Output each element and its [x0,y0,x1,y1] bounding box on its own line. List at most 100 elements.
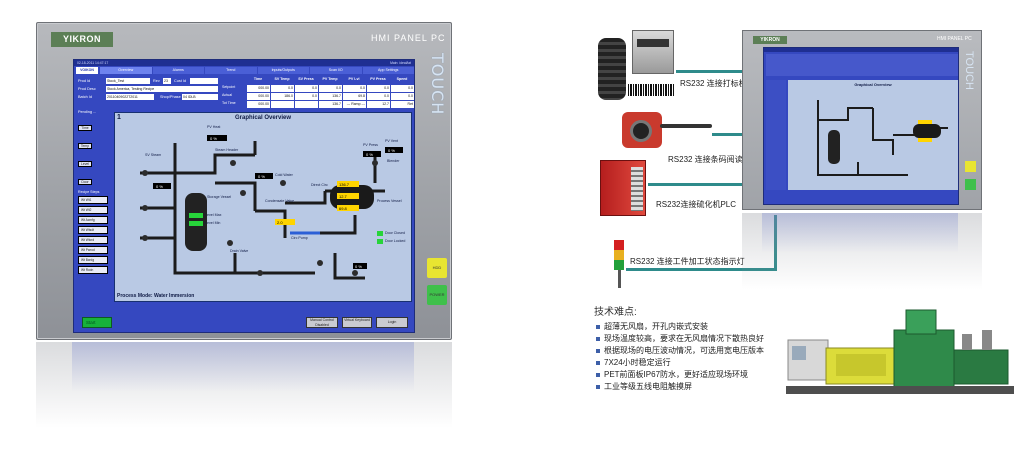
datetime: 02-18-2011 14:47:17 [77,61,109,65]
prod-desc-field[interactable]: Stock America, Testing Recipe [106,85,218,92]
recipe-steps-title: Recipe Steps [78,190,100,194]
brand-logo: YIKRON [51,32,113,47]
prod-desc-label: Prod Desc [78,86,96,91]
recipe-step-button[interactable]: Wt Wtcrd [78,236,108,244]
light-connection-label: RS232 连接工件加工状态指示灯 [630,257,745,266]
table-cell: 000.00 [247,93,270,100]
recipe-panel: Pending ... Time Temp Level Door Recipe … [78,110,110,290]
col-pv-lvl: PV Lvl [348,77,360,81]
cust-id-field[interactable] [190,77,218,84]
time-button[interactable]: Time [78,125,92,131]
process-mode: Process Mode: Water Immersion [117,293,195,299]
touch-label: TOUCH [428,53,447,116]
recipe-step-button[interactable]: Wt Bcrdg [78,256,108,264]
hmi-panel-small: YIKRON HMI PANEL PC TOUCH Graphical Over… [742,30,982,210]
light-cable [626,268,776,271]
graphical-overview: 1 Graphical Overview [114,112,412,302]
table-row: Actual 000.00 186.0 0.0 136.7 69.8 0.0 0… [222,93,414,100]
user-status: Main: ideal/lat [390,61,411,65]
manual-control-button[interactable]: Manual Control Disabled [306,317,338,328]
recipe-step-button[interactable]: Wt Wt1 [78,196,108,204]
virtual-keyboard-button[interactable]: Virtual Keyboard [342,317,372,328]
row-label: Tot Time [222,101,236,105]
plc-connection-label: RS232连接硫化机PLC [656,200,737,209]
list-item: 超薄无风扇，开孔内嵌式安装 [596,321,764,333]
table-header: Time SV Temp SV Press PV Temp PV Lvl PV … [222,77,414,84]
label-condensate-valve: Condensate Valve [265,199,295,203]
list-item: 7X24小时稳定运行 [596,357,764,369]
tab-scan-io[interactable]: Scan I/O [310,67,362,74]
recipe-step-button[interactable]: Wt Pwrod [78,246,108,254]
barcode-reader-image [622,112,662,148]
power-button[interactable]: POWER [427,285,447,305]
rev-field[interactable]: 23 [163,77,171,84]
tower-green [614,260,624,270]
tower-pole [617,270,621,288]
table-cell: 0.0 [367,85,390,92]
printer-connection-label: RS232 连接打标机 [680,79,747,88]
diagram-title: Graphical Overview [234,115,292,121]
start-button[interactable]: Start [82,317,112,328]
batch-id-label: Batch Id [78,94,92,99]
reader-lens [630,120,652,142]
label-level-min: Level Min [205,221,221,225]
screen-reflection [72,342,414,392]
label-drain-valve: Drain Valve [230,249,249,253]
difficulties-title: 技术难点: [594,307,637,318]
diagram-number: 1 [117,114,121,121]
pending-text: Pending ... [78,110,97,114]
small-hdd-led [965,161,976,172]
reader-cable [712,133,742,136]
temp-button[interactable]: Temp [78,143,92,149]
label-pv-heat: PV Heat [207,125,221,129]
shop-phase-field[interactable]: 04 IDLB [182,93,218,100]
table-cell [271,101,294,108]
table-cell: 000.00 [247,101,270,108]
batch-id-field[interactable]: 20110409022T2011 [106,93,154,100]
label-level-max: Level Max [205,213,222,217]
svg-text:0 %: 0 % [210,136,217,141]
list-item: 工业等级五线电阻触摸屏 [596,381,764,393]
tab-trend[interactable]: Trend [205,67,257,74]
tab-alarms[interactable]: Alarms [152,67,204,74]
table-cell: 0.0 [295,85,318,92]
svg-text:0 %: 0 % [366,152,373,157]
recipe-step-button[interactable]: Wt Acmfg [78,216,108,224]
label-sv-steam: SV Steam [145,153,162,157]
small-power-led [965,179,976,190]
login-button[interactable]: Login [376,317,408,328]
prod-id-field[interactable]: Stock_Test [106,77,150,84]
table-cell: 69.8 [343,93,366,100]
plc-image [600,160,646,216]
panel-reflection [36,342,452,450]
small-touch-label: TOUCH [963,51,975,90]
svg-text:12.7: 12.7 [339,194,348,199]
rev-label: Rev [153,78,160,83]
cust-id-label: Cust Id [174,78,187,83]
svg-text:136.7: 136.7 [339,182,350,187]
level-button[interactable]: Level [78,161,92,167]
table-row: Setpoint 000.00 0.0 0.0 0.0 0.0 0.0 0.0 [222,85,414,92]
col-speed: Speed [396,77,408,81]
label-pv-press: PV Press [363,143,378,147]
tower-amber [614,250,624,260]
table-cell: 000.00 [247,85,270,92]
table-cell: 0.0 [343,85,366,92]
label-process-vessel: Process Vessel [377,199,402,203]
table-row: Tot Time 000.00 136.7 --- Ramp --- 12.7 … [222,101,414,108]
recipe-step-button[interactable]: Wt Rcdn [78,266,108,274]
tab-overview[interactable]: Overview [100,67,152,74]
small-panel-model: HMI PANEL PC [937,36,972,42]
svg-text:0 %: 0 % [156,184,163,189]
small-panel-reflection [742,213,982,303]
small-diagram-title: Graphical Overview [854,82,892,87]
recipe-step-button[interactable]: Wt Wtsdt [78,226,108,234]
door-button[interactable]: Door [78,179,92,185]
process-diagram: 0 % 0 % 0 % 136.7 12.7 69.8 2.0 0 % 0 % … [140,135,403,280]
table-cell [295,101,318,108]
recipe-step-button[interactable]: Wt Wt2 [78,206,108,214]
tab-inputs-outputs[interactable]: Inputs/Outputs [257,67,309,74]
tab-app-settings[interactable]: App Settings [362,67,414,74]
label-blender: Blender [387,159,400,163]
row-label: Actual [222,93,232,97]
